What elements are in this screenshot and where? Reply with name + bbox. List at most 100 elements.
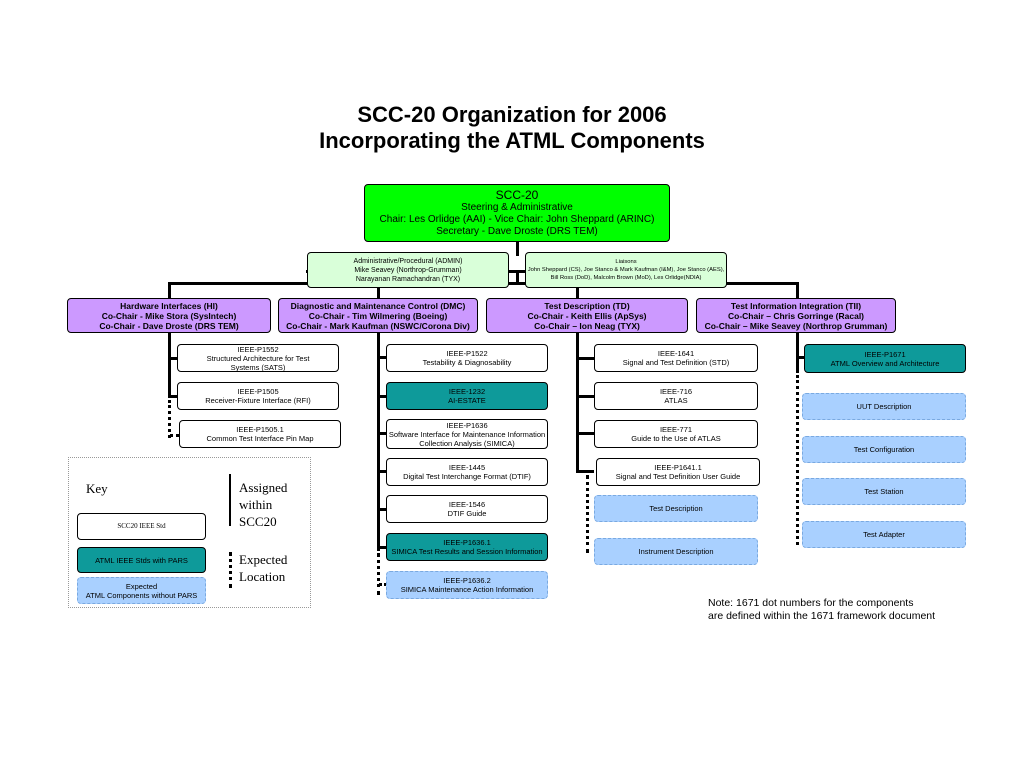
subcommittee-cochair: Co-Chair - Mike Stora (SysIntech) — [101, 310, 237, 321]
std-title: Collection Analysis (SIMICA) — [419, 438, 515, 448]
connector-hi — [168, 282, 171, 299]
legend-expected-box: Expected ATML Components without PARS — [77, 577, 206, 604]
subcommittee-tii: Test Information Integration (TII) Co-Ch… — [696, 298, 896, 333]
std-number: IEEE-1445 — [448, 463, 486, 472]
subcommittee-cochair: Co-Chair – Ion Neag (TYX) — [534, 320, 640, 331]
td-tree-line — [576, 333, 579, 473]
std-number: IEEE-P1505.1 — [236, 425, 284, 434]
std-title: Testability & Diagnosability — [422, 358, 512, 367]
hi-branch-2 — [168, 395, 177, 398]
legend-dotted-line — [229, 552, 232, 588]
std-ieee-p1522: IEEE-P1522 Testability & Diagnosability — [386, 344, 548, 372]
component-name: UUT Description — [856, 402, 912, 411]
connector-steering-down — [516, 242, 519, 256]
connector-dmc — [377, 282, 380, 299]
connector-admin-bar — [306, 270, 726, 273]
atml-test-station: Test Station — [802, 478, 966, 505]
liaisons-box: Liaisons John Sheppard (CS), Joe Stanco … — [525, 252, 727, 288]
component-name: Test Adapter — [863, 530, 905, 539]
td-branch-1 — [576, 357, 594, 360]
std-ieee-p1505-1: IEEE-P1505.1 Common Test Interface Pin M… — [179, 420, 341, 448]
subcommittee-name: Hardware Interfaces (HI) — [120, 300, 218, 311]
std-ieee-716: IEEE-716 ATLAS — [594, 382, 758, 410]
std-ieee-p1505: IEEE-P1505 Receiver-Fixture Interface (R… — [177, 382, 339, 410]
std-number: IEEE-P1505 — [237, 387, 279, 396]
subcommittee-name: Diagnostic and Maintenance Control (DMC) — [290, 300, 466, 311]
liaisons-members-2: Bill Ross (DoD), Malcolm Brown (MoD), Le… — [550, 275, 702, 281]
std-title: Systems (SATS) — [230, 362, 286, 372]
legend-std-label: SCC20 IEEE Std — [117, 522, 166, 530]
subcommittee-cochair: Co-Chair - Tim Wilmering (Boeing) — [308, 310, 448, 321]
std-title: Guide to the Use of ATLAS — [631, 434, 721, 443]
atml-test-configuration: Test Configuration — [802, 436, 966, 463]
std-title: SIMICA Maintenance Action Information — [400, 585, 534, 594]
connector-td — [576, 282, 579, 299]
title-line-2: Incorporating the ATML Components — [319, 128, 705, 153]
std-title: Digital Test Interchange Format (DTIF) — [403, 472, 531, 481]
legend-title: Key — [86, 481, 108, 496]
std-ieee-1232: IEEE-1232 AI-ESTATE — [386, 382, 548, 410]
connector-tii — [796, 282, 799, 299]
legend-solid-line — [229, 474, 231, 526]
steering-name: SCC-20 — [495, 188, 539, 202]
td-branch-3 — [576, 432, 594, 435]
std-number: IEEE-P1636 — [446, 420, 488, 430]
std-ieee-p1636: IEEE-P1636 Software Interface for Mainte… — [386, 419, 548, 449]
std-title: SIMICA Test Results and Session Informat… — [391, 547, 543, 556]
legend-expected-label: Expected — [125, 581, 158, 591]
td-expected-dots — [586, 475, 589, 553]
std-title: Software Interface for Maintenance Infor… — [388, 429, 546, 439]
steering-secretary: Secretary - Dave Droste (DRS TEM) — [436, 226, 598, 237]
legend-panel — [68, 457, 311, 608]
steering-box: SCC-20 Steering & Administrative Chair: … — [364, 184, 670, 242]
std-title: Receiver-Fixture Interface (RFI) — [205, 396, 311, 405]
admin-member-1: Mike Seavey (Northrop-Grumman) — [354, 266, 462, 274]
legend-std-box: SCC20 IEEE Std — [77, 513, 206, 540]
std-number: IEEE-P1671 — [864, 349, 906, 359]
component-name: Test Description — [649, 504, 703, 513]
dmc-branch-1 — [377, 356, 386, 359]
hi-expected-branch — [170, 434, 179, 437]
legend-location-text: Expected Location — [239, 552, 288, 584]
std-number: IEEE-1232 — [448, 387, 486, 396]
admin-title: Administrative/Procedural (ADMIN) — [353, 257, 463, 265]
subcommittee-hi: Hardware Interfaces (HI) Co-Chair - Mike… — [67, 298, 271, 333]
std-number: IEEE-P1522 — [446, 349, 488, 358]
admin-member-2: Narayanan Ramachandran (TYX) — [355, 275, 461, 283]
std-ieee-p1671: IEEE-P1671 ATML Overview and Architectur… — [804, 344, 966, 373]
hi-tree-line — [168, 333, 171, 398]
std-ieee-1641: IEEE-1641 Signal and Test Definition (ST… — [594, 344, 758, 372]
hi-branch-1 — [168, 357, 177, 360]
liaisons-members-1: John Sheppard (CS), Joe Stanco & Mark Ka… — [527, 267, 725, 273]
atml-test-adapter: Test Adapter — [802, 521, 966, 548]
std-ieee-p1636-2: IEEE-P1636.2 SIMICA Maintenance Action I… — [386, 571, 548, 599]
td-branch-2 — [576, 395, 594, 398]
admin-box: Administrative/Procedural (ADMIN) Mike S… — [307, 252, 509, 288]
std-ieee-p1641-1: IEEE-P1641.1 Signal and Test Definition … — [596, 458, 760, 486]
connector-trunk — [516, 273, 519, 283]
std-ieee-1546: IEEE-1546 DTIF Guide — [386, 495, 548, 523]
subcommittee-dmc: Diagnostic and Maintenance Control (DMC)… — [278, 298, 478, 333]
std-title: ATML Overview and Architecture — [830, 358, 940, 368]
dmc-branch-6 — [377, 546, 386, 549]
subcommittee-cochair: Co-Chair - Mark Kaufman (NSWC/Corona Div… — [286, 320, 470, 331]
std-ieee-p1636-1: IEEE-P1636.1 SIMICA Test Results and Ses… — [386, 533, 548, 561]
component-name: Instrument Description — [638, 547, 714, 556]
td-branch-4 — [576, 470, 594, 473]
dmc-branch-5 — [377, 508, 386, 511]
title-line-1: SCC-20 Organization for 2006 — [357, 102, 667, 127]
atml-test-description: Test Description — [594, 495, 758, 522]
subcommittee-name: Test Information Integration (TII) — [730, 300, 862, 311]
hi-expected-dots — [168, 400, 171, 438]
steering-role: Steering & Administrative — [461, 202, 573, 213]
dmc-expected-branch — [379, 583, 387, 586]
tii-tree-line — [796, 333, 799, 373]
std-title: Signal and Test Definition User Guide — [615, 472, 741, 481]
std-number: IEEE-P1636.2 — [443, 576, 491, 585]
std-ieee-p1552: IEEE-P1552 Structured Architecture for T… — [177, 344, 339, 372]
atml-uut-description: UUT Description — [802, 393, 966, 420]
std-title: Signal and Test Definition (STD) — [622, 358, 730, 367]
subcommittee-cochair: Co-Chair - Dave Droste (DRS TEM) — [99, 320, 239, 331]
std-number: IEEE-P1636.1 — [443, 538, 491, 547]
std-number: IEEE-1641 — [657, 349, 695, 358]
